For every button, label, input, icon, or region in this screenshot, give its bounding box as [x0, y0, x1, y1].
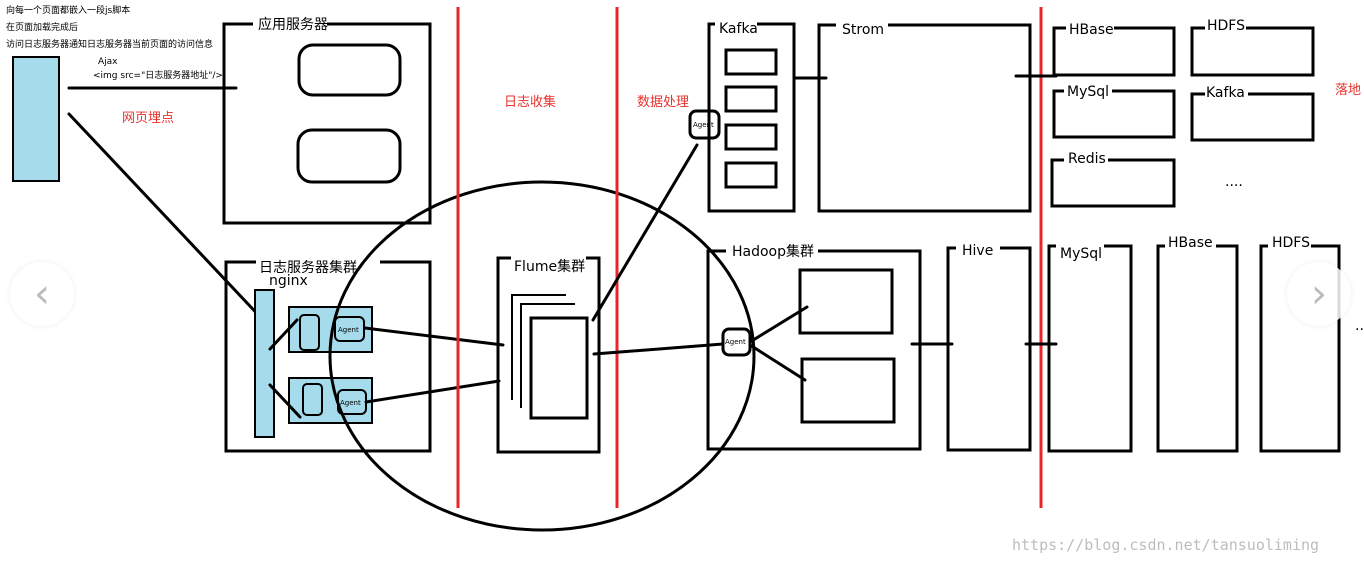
sink-hbase-label: HBase [1069, 22, 1114, 38]
sink-hbase-box [1052, 26, 1176, 77]
page-to-log-cluster-link [67, 112, 267, 324]
log-node-1-server [299, 314, 320, 351]
web-page-block [12, 56, 60, 182]
collection-scope-ellipse [328, 180, 756, 532]
hadoop-cluster-box [706, 249, 922, 451]
flume-stack-back [511, 294, 566, 400]
app-server-box [222, 22, 432, 225]
section-tracking-label: 网页埋点 [122, 111, 174, 126]
log-node-1-agent-label: Agent [338, 326, 359, 334]
note-line-2: 在页面加载完成后 [6, 21, 78, 33]
node-2-to-flume-link [364, 379, 501, 404]
sink-kafka-label: Kafka [1206, 85, 1245, 101]
hive-box [946, 246, 1032, 452]
nginx-to-node-1-link [268, 318, 299, 351]
next-image-button[interactable]: › [1287, 262, 1351, 326]
batch-hdfs-box [1259, 244, 1341, 453]
batch-mysql-label: MySql [1060, 246, 1102, 262]
img-tag-label: <img src="日志服务器地址"/> [93, 69, 223, 81]
sink-redis-label: Redis [1068, 151, 1106, 167]
sink-kafka-box [1190, 92, 1315, 142]
agent-to-hadoop-node-1-link [748, 305, 809, 344]
sink-more-label: .... [1225, 174, 1243, 190]
kafka-partition-3 [724, 123, 778, 151]
hadoop-cluster-title: Hadoop集群 [732, 243, 814, 260]
kafka-box [707, 22, 796, 213]
log-cluster-box [224, 260, 432, 453]
flume-to-kafka-link [591, 143, 699, 322]
flume-cluster-title: Flume集群 [514, 258, 585, 275]
hive-title: Hive [962, 243, 993, 259]
sink-hdfs-label: HDFS [1207, 18, 1245, 34]
app-node-1 [297, 43, 402, 97]
previous-image-button[interactable]: ‹ [10, 262, 74, 326]
hadoop-node-2 [800, 357, 896, 424]
kafka-partition-4 [724, 161, 778, 189]
note-line-1: 向每一个页面都嵌入一段js脚本 [6, 4, 130, 16]
kafka-agent-label: Agent [693, 121, 714, 129]
log-cluster-title: 日志服务器集群 [259, 259, 357, 276]
hadoop-node-1 [798, 268, 894, 335]
watermark: https://blog.csdn.net/tansuoliming [1012, 536, 1320, 554]
sink-hdfs-box [1190, 26, 1315, 77]
nginx-to-node-2-link [268, 383, 302, 419]
agent-to-hadoop-node-2-link [748, 343, 807, 382]
app-server-title: 应用服务器 [258, 16, 328, 33]
sink-mysql-label: MySql [1067, 84, 1109, 100]
app-node-2 [296, 128, 402, 184]
log-node-2-server [302, 383, 323, 416]
note-line-3: 访问日志服务器通知日志服务器当前页面的访问信息 [6, 38, 213, 50]
kafka-partition-1 [724, 48, 778, 76]
sink-mysql-box [1052, 89, 1176, 139]
flume-cluster-box [496, 256, 601, 454]
storm-title: Strom [842, 22, 884, 38]
sink-redis-box [1050, 158, 1176, 208]
section-processing-label: 数据处理 [637, 95, 689, 110]
chevron-right-icon: › [1311, 271, 1327, 317]
flume-node [529, 316, 589, 420]
batch-more-label: .. [1355, 318, 1364, 334]
nginx-label: nginx [269, 273, 308, 289]
kafka-agent [688, 109, 721, 140]
kafka-title: Kafka [719, 21, 758, 37]
hadoop-agent-label: Agent [725, 338, 746, 346]
section-landing-label: 落地 [1335, 83, 1361, 98]
section-collection-label: 日志收集 [504, 94, 556, 110]
batch-mysql-box [1047, 244, 1133, 453]
flume-stack-middle [520, 303, 575, 408]
batch-hdfs-label: HDFS [1272, 235, 1310, 251]
node-1-to-flume-link [363, 326, 505, 347]
kafka-partition-2 [724, 85, 778, 113]
nginx-bar [254, 289, 275, 438]
storm-box [817, 23, 1032, 213]
batch-hbase-box [1156, 244, 1239, 453]
ajax-label: Ajax [98, 57, 118, 67]
log-node-2-agent-label: Agent [340, 399, 361, 407]
batch-hbase-label: HBase [1168, 235, 1213, 251]
chevron-left-icon: ‹ [34, 271, 50, 317]
flume-to-hadoop-link [592, 342, 725, 356]
